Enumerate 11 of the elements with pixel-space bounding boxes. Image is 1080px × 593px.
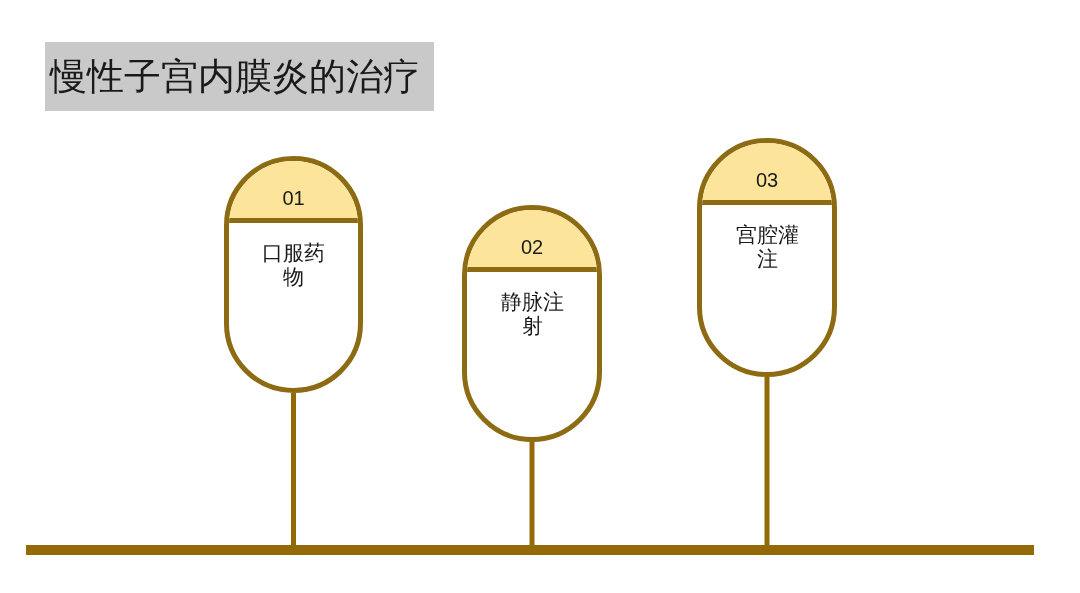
capsule-header: 03 [702, 143, 832, 205]
capsule-text: 静脉注射 [499, 290, 565, 338]
title: 慢性子宫内膜炎的治疗 [45, 42, 434, 111]
connector-line [764, 377, 770, 545]
connector-line [529, 442, 535, 545]
capsule-header: 02 [467, 210, 597, 272]
capsule-header: 01 [229, 161, 358, 223]
baseline-bar [26, 545, 1034, 555]
capsule-text: 宫腔灌注 [734, 223, 800, 271]
capsule-text: 口服药物 [261, 241, 326, 289]
connector-line [291, 393, 296, 545]
